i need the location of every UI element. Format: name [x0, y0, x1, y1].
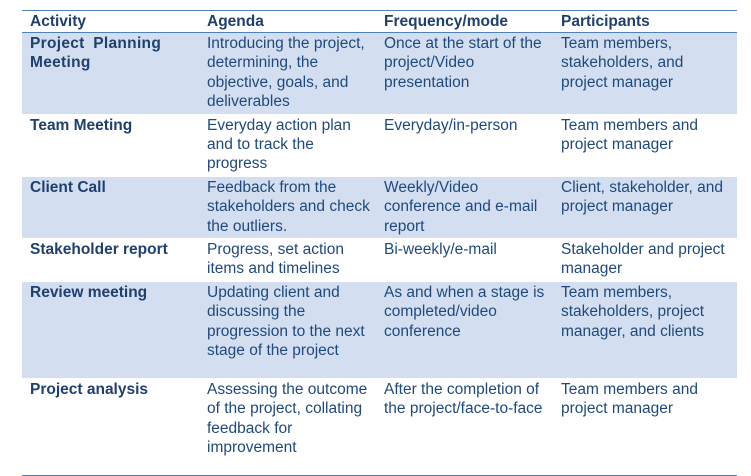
header-participants: Participants	[561, 13, 650, 30]
table-row: Team Meeting Everyday action plan and to…	[22, 114, 737, 177]
cell-frequency: Everyday/in-person	[384, 116, 518, 134]
cell-frequency: Once at the start of the project/Video p…	[384, 35, 542, 91]
cell-activity: Stakeholder report	[30, 241, 168, 259]
header-frequency-mode: Frequency/mode	[384, 13, 509, 30]
cell-activity: Project analysis	[30, 380, 149, 398]
cell-agenda: Progress, set action items and timelines	[207, 241, 344, 278]
cell-activity: Team Meeting	[30, 116, 133, 134]
cell-agenda: Updating client and discussing the progr…	[207, 283, 365, 360]
cell-participants: Stakeholder and project manager	[561, 241, 725, 278]
cell-activity: Project Planning Meeting	[30, 35, 162, 72]
cell-frequency: As and when a stage is completed/video c…	[384, 283, 545, 340]
cell-participants: Team members and project manager	[561, 380, 698, 418]
cell-frequency: After the completion of the project/face…	[384, 380, 543, 418]
cell-agenda: Everyday action plan and to track the pr…	[207, 116, 351, 173]
table-row: Project analysis Assessing the outcome o…	[22, 378, 737, 476]
table-row: Project Planning Meeting Introducing the…	[22, 32, 737, 115]
cell-frequency: Bi-weekly/e-mail	[384, 241, 497, 259]
cell-agenda: Feedback from the stakeholders and check…	[207, 178, 370, 235]
cell-activity: Review meeting	[30, 283, 148, 301]
header-activity: Activity	[30, 13, 86, 30]
table-row: Client Call Feedback from the stakeholde…	[22, 176, 737, 239]
table-row: Review meeting Updating client and discu…	[22, 281, 737, 379]
cell-agenda: Assessing the outcome of the project, co…	[207, 380, 368, 457]
table-header-row: Activity Agenda Frequency/mode Participa…	[22, 10, 737, 33]
cell-participants: Team members and project manager	[561, 116, 698, 154]
cell-agenda: Introducing the project, determining, th…	[207, 35, 365, 111]
communication-plan-table: Activity Agenda Frequency/mode Participa…	[22, 10, 737, 476]
cell-participants: Team members, stakeholders, project mana…	[561, 283, 705, 340]
header-agenda: Agenda	[207, 13, 264, 30]
cell-participants: Client, stakeholder, and project manager	[561, 178, 723, 216]
cell-frequency: Weekly/Video conference and e-mail repor…	[384, 178, 538, 235]
table-row: Stakeholder report Progress, set action …	[22, 239, 737, 282]
cell-participants: Team members, stakeholders, and project …	[561, 35, 684, 91]
cell-activity: Client Call	[30, 178, 106, 196]
communication-plan-table-wrapper: Activity Agenda Frequency/mode Participa…	[22, 10, 737, 476]
